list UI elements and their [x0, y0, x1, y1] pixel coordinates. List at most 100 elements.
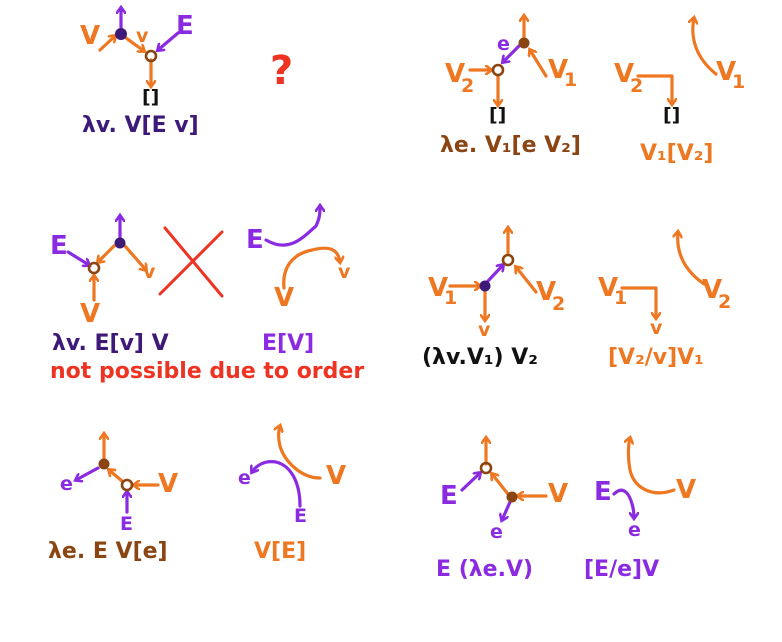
panel-lambda-e-context: e V 2 V 1 [] λe. V₁[e V₂] [440, 16, 581, 158]
panel-impossible-composition: E v V λv. E[v] V not possible due to ord… [50, 216, 364, 384]
arrow-e-out [76, 466, 100, 480]
label-e: e [497, 33, 510, 55]
formula-1: λv. V[E v] [82, 113, 199, 138]
label-v: v [338, 261, 351, 283]
arrow-V2-up [678, 232, 706, 286]
label-V2-sub: 2 [461, 75, 474, 97]
panel-substitution-V: V 1 V 2 v [V₂/v]V₁ [598, 232, 731, 370]
formula-4: λv. E[v] V [52, 331, 169, 356]
label-V2: V [445, 59, 465, 89]
hole-brackets: [] [663, 104, 680, 126]
arrow-lambda-to-app [492, 474, 510, 496]
label-e: e [490, 521, 503, 543]
arrow-V2-into-hole [636, 74, 672, 104]
application-node [87, 261, 101, 275]
label-V: V [158, 469, 178, 499]
panel-V-E-result: e V E V[E] [238, 426, 346, 564]
label-V: V [676, 475, 696, 505]
formula-11: [E/e]V [584, 557, 659, 582]
arrow-V1-into-v [620, 286, 656, 318]
label-V: V [326, 461, 346, 491]
arrow-E-into-e [612, 488, 634, 518]
lambda-node [518, 37, 530, 49]
formula-7: [V₂/v]V₁ [608, 345, 704, 370]
label-V1: V [716, 57, 736, 87]
label-V1-sub: 1 [444, 287, 457, 309]
panel-beta-redex: V 1 V 2 v (λv.V₁) V₂ [422, 228, 565, 370]
arrow-node-to-node [124, 36, 144, 51]
application-node [491, 63, 505, 77]
label-e: e [628, 519, 641, 541]
panel-E-V-result: E v V E[V] [246, 206, 351, 356]
label-v: v [650, 317, 663, 339]
label-V2: V [536, 277, 556, 307]
label-V: V [548, 479, 568, 509]
label-V: V [80, 299, 100, 329]
formula-10: E (λe.V) [436, 557, 533, 582]
note-not-possible: not possible due to order [50, 359, 364, 384]
label-E: E [594, 477, 612, 507]
label-V1: V [598, 273, 618, 303]
label-V2-sub: 2 [552, 293, 565, 315]
arrow-E-in [460, 473, 480, 492]
application-node [120, 478, 134, 492]
panel-lambda-v-context: V v E [] λv. V[E v] [80, 8, 199, 138]
label-V2-sub: 2 [630, 75, 643, 97]
panel-V1-V2-result: V 2 V 1 [] V₁[V₂] [614, 18, 745, 166]
arrow-V-curve [279, 426, 322, 480]
arrow-E-in [66, 250, 89, 265]
label-E: E [176, 11, 194, 41]
cross-out-line [158, 230, 224, 296]
label-v: v [478, 319, 491, 341]
application-node [501, 253, 515, 267]
lambda-node [115, 28, 127, 40]
label-E: E [294, 505, 307, 527]
label-E: E [120, 513, 133, 535]
formula-8: λe. E V[e] [48, 539, 168, 564]
hole-brackets: [] [142, 86, 159, 108]
label-V1: V [428, 273, 448, 303]
label-V1: V [548, 55, 568, 85]
label-V1-sub: 1 [732, 71, 745, 93]
arrow-app-to-lambda [109, 470, 124, 483]
formula-6: (λv.V₁) V₂ [422, 345, 538, 370]
lambda-node [506, 491, 518, 503]
arrow-lambda-to-app [486, 265, 503, 283]
lambda-node [98, 458, 110, 470]
arrow-v-out [123, 244, 146, 270]
arrow-V1-up [693, 18, 718, 76]
arrow-V1-in [530, 50, 548, 78]
label-e: e [60, 473, 73, 495]
arrow-V-curve [282, 246, 340, 290]
formula-3: V₁[V₂] [640, 141, 713, 166]
label-V1-sub: 1 [614, 287, 627, 309]
label-E: E [246, 225, 264, 255]
label-e: e [238, 467, 251, 489]
arrow-v-to-node [98, 36, 115, 52]
application-node [144, 49, 158, 63]
label-V2: V [702, 275, 722, 305]
panel-substitution-E: E V e [E/e]V [584, 438, 696, 582]
label-V: V [274, 283, 294, 313]
label-V2: V [614, 59, 634, 89]
arrow-V-up [629, 438, 676, 495]
arrow-V2-in [516, 267, 538, 294]
arrow-E-curve [252, 460, 302, 508]
question-mark: ? [270, 48, 293, 94]
arrow-to-app [98, 244, 116, 262]
label-E: E [50, 231, 68, 261]
label-v: v [136, 25, 149, 47]
formula-9: V[E] [254, 539, 306, 564]
arrow-e-to-node [158, 31, 180, 50]
label-E: E [440, 481, 458, 511]
hole-brackets: [] [489, 104, 506, 126]
lambda-node [114, 237, 126, 249]
panel-E-lambda-e: E V e E (λe.V) [436, 438, 568, 582]
arrow-e-purple [503, 44, 521, 62]
formula-2: λe. V₁[e V₂] [440, 133, 581, 158]
application-node [479, 461, 493, 475]
label-V: V [80, 21, 100, 51]
label-v: v [143, 261, 156, 283]
panel-lambda-e-E: e V E λe. E V[e] [48, 434, 178, 564]
